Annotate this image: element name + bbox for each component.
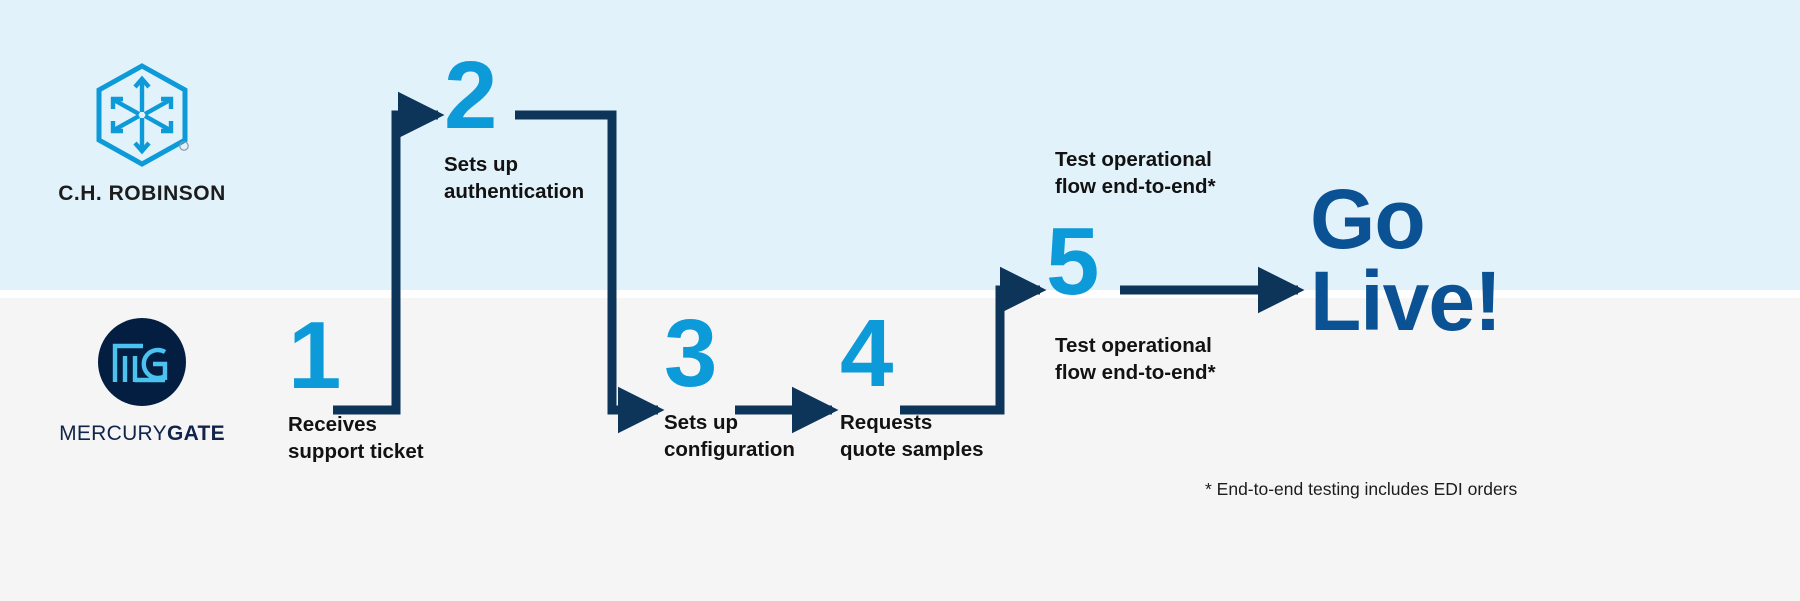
registered-mark-icon — [179, 141, 189, 151]
band-chrobinson — [0, 0, 1800, 290]
mercurygate-logo: MERCURYGATE — [52, 318, 232, 446]
chrobinson-wordmark: C.H. ROBINSON — [58, 182, 226, 205]
caption-test-flow-bottom: Test operational flow end-to-end* — [1055, 334, 1216, 385]
step-1-label: Receives support ticket — [288, 412, 424, 463]
chrobinson-logo: C.H. ROBINSON — [52, 62, 232, 206]
step-1: 1 Receives support ticket — [288, 302, 424, 465]
hexagon-arrows-icon — [96, 63, 189, 167]
step-1-number: 1 — [288, 302, 341, 409]
band-divider — [0, 290, 1800, 298]
step-4-label: Requests quote samples — [840, 410, 984, 461]
step-4-number: 4 — [840, 300, 893, 407]
go-live-line-1: Go — [1310, 172, 1426, 266]
mercurygate-badge — [98, 318, 186, 406]
go-live-line-2: Live! — [1310, 254, 1502, 349]
step-3-label: Sets up configuration — [664, 410, 795, 461]
step-2-number: 2 — [444, 42, 497, 149]
step-2-label: Sets up authentication — [444, 152, 585, 203]
step-3-number: 3 — [664, 300, 717, 407]
step-2: 2 Sets up authentication — [444, 42, 585, 205]
caption-test-flow-top: Test operational flow end-to-end* — [1055, 148, 1216, 199]
mercurygate-wordmark-bold: GATE — [166, 422, 225, 445]
step-5: 5 — [1046, 208, 1099, 315]
step-3: 3 Sets up configuration — [664, 300, 795, 463]
mg-monogram-icon — [112, 343, 168, 383]
footnote: * End-to-end testing includes EDI orders — [1205, 479, 1518, 499]
go-live-outcome: Go Live! — [1310, 172, 1502, 349]
step-5-number: 5 — [1046, 208, 1099, 315]
mercurygate-wordmark-light: MERCURY — [59, 422, 167, 445]
step-4: 4 Requests quote samples — [840, 300, 984, 463]
mercurygate-wordmark: MERCURYGATE — [52, 422, 232, 446]
